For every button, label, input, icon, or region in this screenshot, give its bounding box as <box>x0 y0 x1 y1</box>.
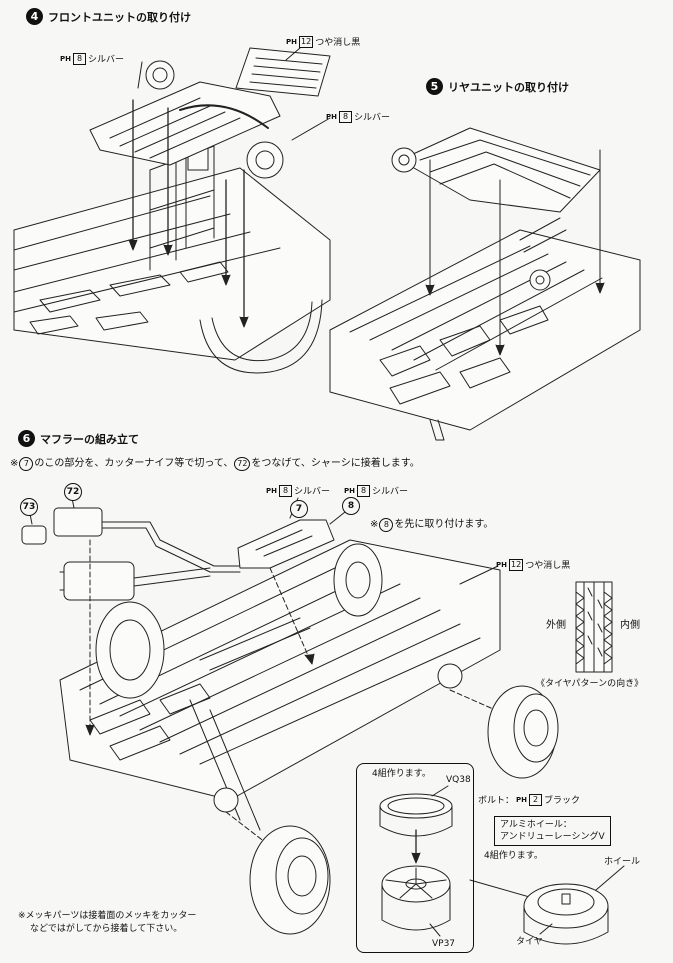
paint-name: つや消し黒 <box>315 38 361 48</box>
paint-name: ブラック <box>544 796 581 806</box>
part-vp37: VP37 <box>432 939 456 949</box>
step-6-number: 6 <box>18 430 35 447</box>
paint-callout-silver-front-right: PH 8 シルバー <box>326 110 390 123</box>
rear-unit-diagram <box>329 127 641 441</box>
ph-mark: PH <box>266 486 277 495</box>
step-4-number: 4 <box>26 8 43 25</box>
part-vq38: VQ38 <box>446 775 471 785</box>
note-text: を先に取り付けます。 <box>394 519 494 530</box>
paint-name: シルバー <box>294 487 331 497</box>
paint-callout-flat-black-chassis: PH 12 つや消し黒 <box>496 558 570 571</box>
paint-code: 12 <box>299 35 314 48</box>
tire-tread-sample <box>575 581 613 673</box>
wheel-label: ホイール <box>604 857 641 867</box>
bolt-paint-callout: ボルト： PH 2 ブラック <box>478 793 580 806</box>
paint-name: シルバー <box>88 55 125 65</box>
part-ref-8: 8 <box>379 518 394 532</box>
front-unit-diagram <box>13 47 331 374</box>
tire-outer-label: 外側 <box>546 620 566 631</box>
plating-note-line2: などではがしてから接着して下さい。 <box>30 924 183 934</box>
ph-mark: PH <box>344 486 355 495</box>
tire-inner-label: 内側 <box>620 620 640 631</box>
paint-callout-silver-front-left: PH 8 シルバー <box>60 52 124 65</box>
step-4-title: 4 フロントユニットの取り付け <box>26 8 191 25</box>
part-ref-72: 72 <box>234 457 251 471</box>
muffler-cut-note: ※ 7 のこの部分を、カッターナイフ等で切って、 72 をつなげて、シャーシに接… <box>10 457 420 471</box>
step-5-number: 5 <box>426 78 443 95</box>
paint-code: 8 <box>279 484 292 497</box>
part-ref-7: 7 <box>19 457 34 471</box>
bolt-label: ボルト： <box>478 796 515 806</box>
plating-note-line1: ※メッキパーツは接着面のメッキをカッター <box>18 911 197 921</box>
step-6-title: 6 マフラーの組み立て <box>18 430 139 447</box>
wheel-left <box>249 825 331 935</box>
paint-callout-silver-muffler-1: PH 8 シルバー <box>266 484 330 497</box>
ph-mark: PH <box>496 560 507 569</box>
ph-mark: PH <box>326 112 337 121</box>
wheel-assembly-frame <box>356 763 474 953</box>
aluminum-wheel-line2: アンドリューレーシングV <box>500 832 605 842</box>
note-text-a: のこの部分を、カッターナイフ等で切って、 <box>34 458 234 469</box>
note-mark: ※ <box>370 519 379 530</box>
step-5-heading: リヤユニットの取り付け <box>448 80 569 94</box>
step-5-title: 5 リヤユニットの取り付け <box>426 78 569 95</box>
paint-code: 8 <box>339 110 352 123</box>
make-four-right: 4組作ります。 <box>484 851 543 861</box>
paint-callout-flat-black-front: PH 12 つや消し黒 <box>286 35 360 48</box>
paint-code: 8 <box>357 484 370 497</box>
paint-code: 2 <box>529 793 543 806</box>
tire-label: タイヤ <box>516 937 543 947</box>
part-number-72: 72 <box>64 483 82 501</box>
ph-mark: PH <box>60 54 71 63</box>
paint-code: 8 <box>73 52 86 65</box>
wheel-right <box>487 685 559 779</box>
paint-name: つや消し黒 <box>525 561 571 571</box>
paint-name: シルバー <box>354 113 391 123</box>
ph-mark: PH <box>516 795 528 804</box>
part-number-73: 73 <box>20 498 38 516</box>
part-number-8: 8 <box>342 497 360 515</box>
paint-callout-silver-muffler-2: PH 8 シルバー <box>344 484 408 497</box>
tire-pattern-caption: 《タイヤパターンの向き》 <box>536 679 644 689</box>
aluminum-wheel-line1: アルミホイール： <box>500 820 572 830</box>
ph-mark: PH <box>286 37 297 46</box>
note-text-b: をつなげて、シャーシに接着します。 <box>251 458 420 469</box>
step-6-heading: マフラーの組み立て <box>40 432 139 446</box>
note-mark: ※ <box>10 458 19 469</box>
make-four-left: 4組作ります。 <box>372 769 431 779</box>
paint-code: 12 <box>509 558 524 571</box>
aluminum-wheel-box: アルミホイール： アンドリューレーシングV <box>494 816 611 846</box>
attach-first-note: ※ 8 を先に取り付けます。 <box>370 518 493 532</box>
part-number-7: 7 <box>290 500 308 518</box>
wheel-assembly-detail <box>379 785 625 945</box>
step-4-heading: フロントユニットの取り付け <box>48 10 191 24</box>
paint-name: シルバー <box>372 487 409 497</box>
